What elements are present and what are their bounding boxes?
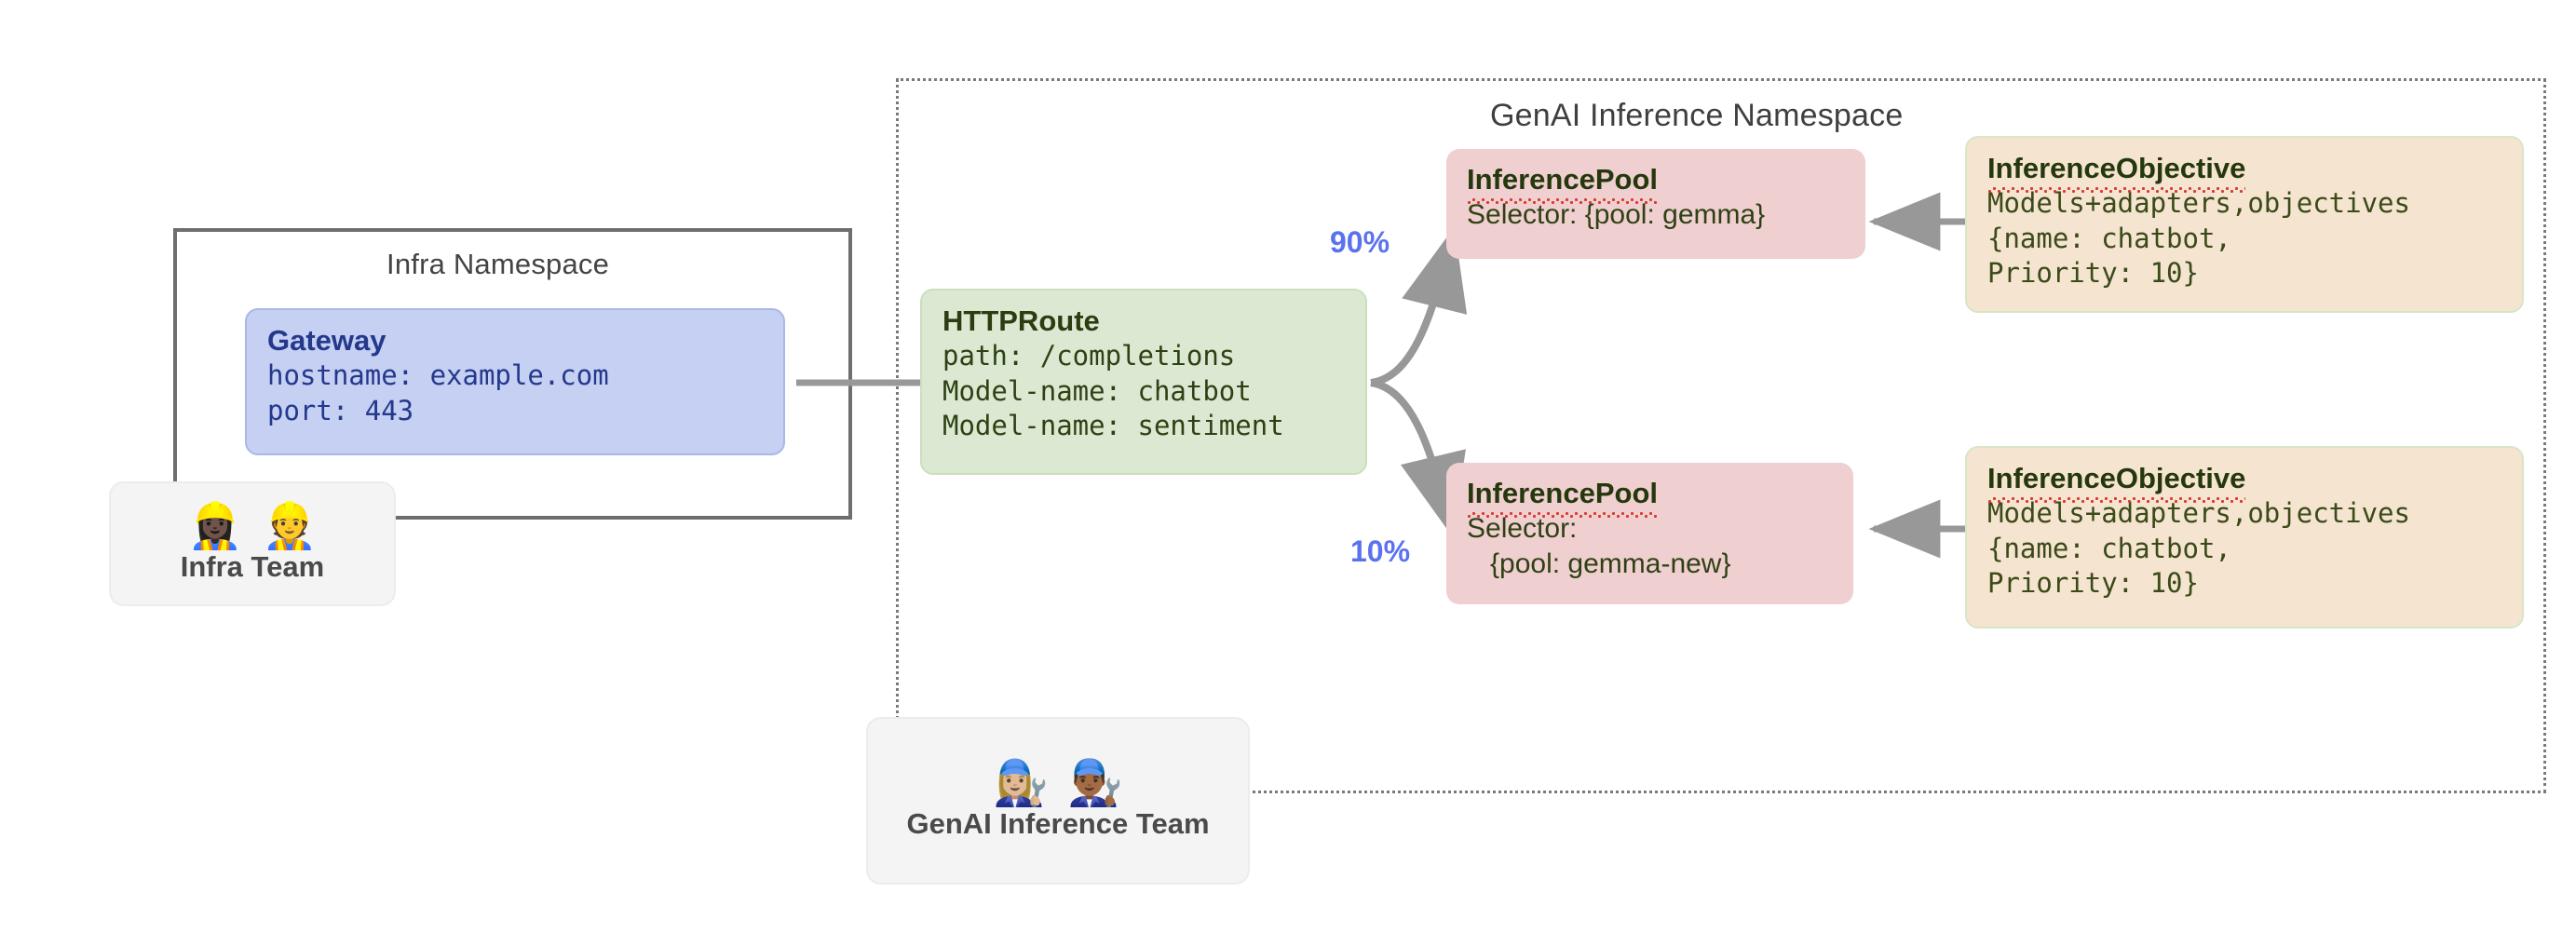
weight-label-90: 90% [1330, 225, 1390, 259]
inferencepool-gemma-new-card[interactable]: InferencePool Selector: {pool: gemma-new… [1446, 463, 1853, 604]
inferenceobjective-2-card[interactable]: InferenceObjective Models+adapters,objec… [1965, 446, 2524, 629]
infra-team-label: Infra Team [180, 550, 325, 583]
inferencepool-gemma-title: InferencePool [1467, 162, 1845, 204]
gateway-line-hostname: hostname: example.com [267, 358, 609, 391]
gateway-line-port: port: 443 [267, 394, 414, 426]
httproute-title: HTTPRoute [942, 304, 1100, 337]
infra-namespace-boundary [173, 228, 852, 520]
inferenceobjective-2-line-name: {name: chatbot, [1987, 532, 2231, 564]
inferencepool-gemma-new-selector-value: {pool: gemma-new} [1467, 548, 1731, 579]
genai-inference-namespace-title: GenAI Inference Namespace [1490, 98, 1904, 133]
inferencepool-gemma-new-selector-label: Selector: [1467, 512, 1578, 544]
httproute-card[interactable]: HTTPRoute path: /completions Model-name:… [920, 289, 1367, 475]
inferenceobjective-1-card[interactable]: InferenceObjective Models+adapters,objec… [1965, 136, 2524, 313]
genai-inference-team-label: GenAI Inference Team [906, 807, 1210, 840]
infra-team-avatars: 👷🏿‍♀️👷 [187, 500, 336, 552]
inferencepool-gemma-title-text: InferencePool [1467, 163, 1658, 204]
gateway-card[interactable]: Gateway hostname: example.com port: 443 [245, 308, 785, 455]
inferenceobjective-1-title: InferenceObjective [1987, 151, 2501, 193]
inferencepool-gemma-new-title-text: InferencePool [1467, 477, 1658, 518]
gateway-title: Gateway [267, 324, 386, 357]
inferenceobjective-2-line-priority: Priority: 10} [1987, 567, 2199, 600]
inferenceobjective-2-title-text: InferenceObjective [1987, 462, 2246, 503]
genai-inference-namespace-boundary [896, 78, 2546, 793]
httproute-line-model-sentiment: Model-name: sentiment [942, 410, 1284, 442]
inferenceobjective-1-line-priority: Priority: 10} [1987, 257, 2199, 290]
genai-inference-team-avatars: 👩🏼‍🔧👨🏾‍🔧 [993, 757, 1142, 809]
inferencepool-gemma-new-title: InferencePool [1467, 476, 1833, 518]
weight-label-10: 10% [1350, 534, 1411, 568]
inferencepool-gemma-selector: Selector: {pool: gemma} [1467, 198, 1766, 230]
inferencepool-gemma-card[interactable]: InferencePool Selector: {pool: gemma} [1446, 149, 1865, 259]
infra-namespace-title: Infra Namespace [386, 248, 610, 280]
httproute-line-model-chatbot: Model-name: chatbot [942, 374, 1252, 407]
genai-inference-team-chip[interactable]: 👩🏼‍🔧👨🏾‍🔧 GenAI Inference Team [866, 717, 1250, 885]
infra-team-chip[interactable]: 👷🏿‍♀️👷 Infra Team [109, 481, 396, 606]
inferenceobjective-2-title: InferenceObjective [1987, 461, 2501, 503]
inferenceobjective-1-title-text: InferenceObjective [1987, 152, 2246, 193]
httproute-line-path: path: /completions [942, 339, 1236, 372]
inferenceobjective-1-line-name: {name: chatbot, [1987, 222, 2231, 254]
